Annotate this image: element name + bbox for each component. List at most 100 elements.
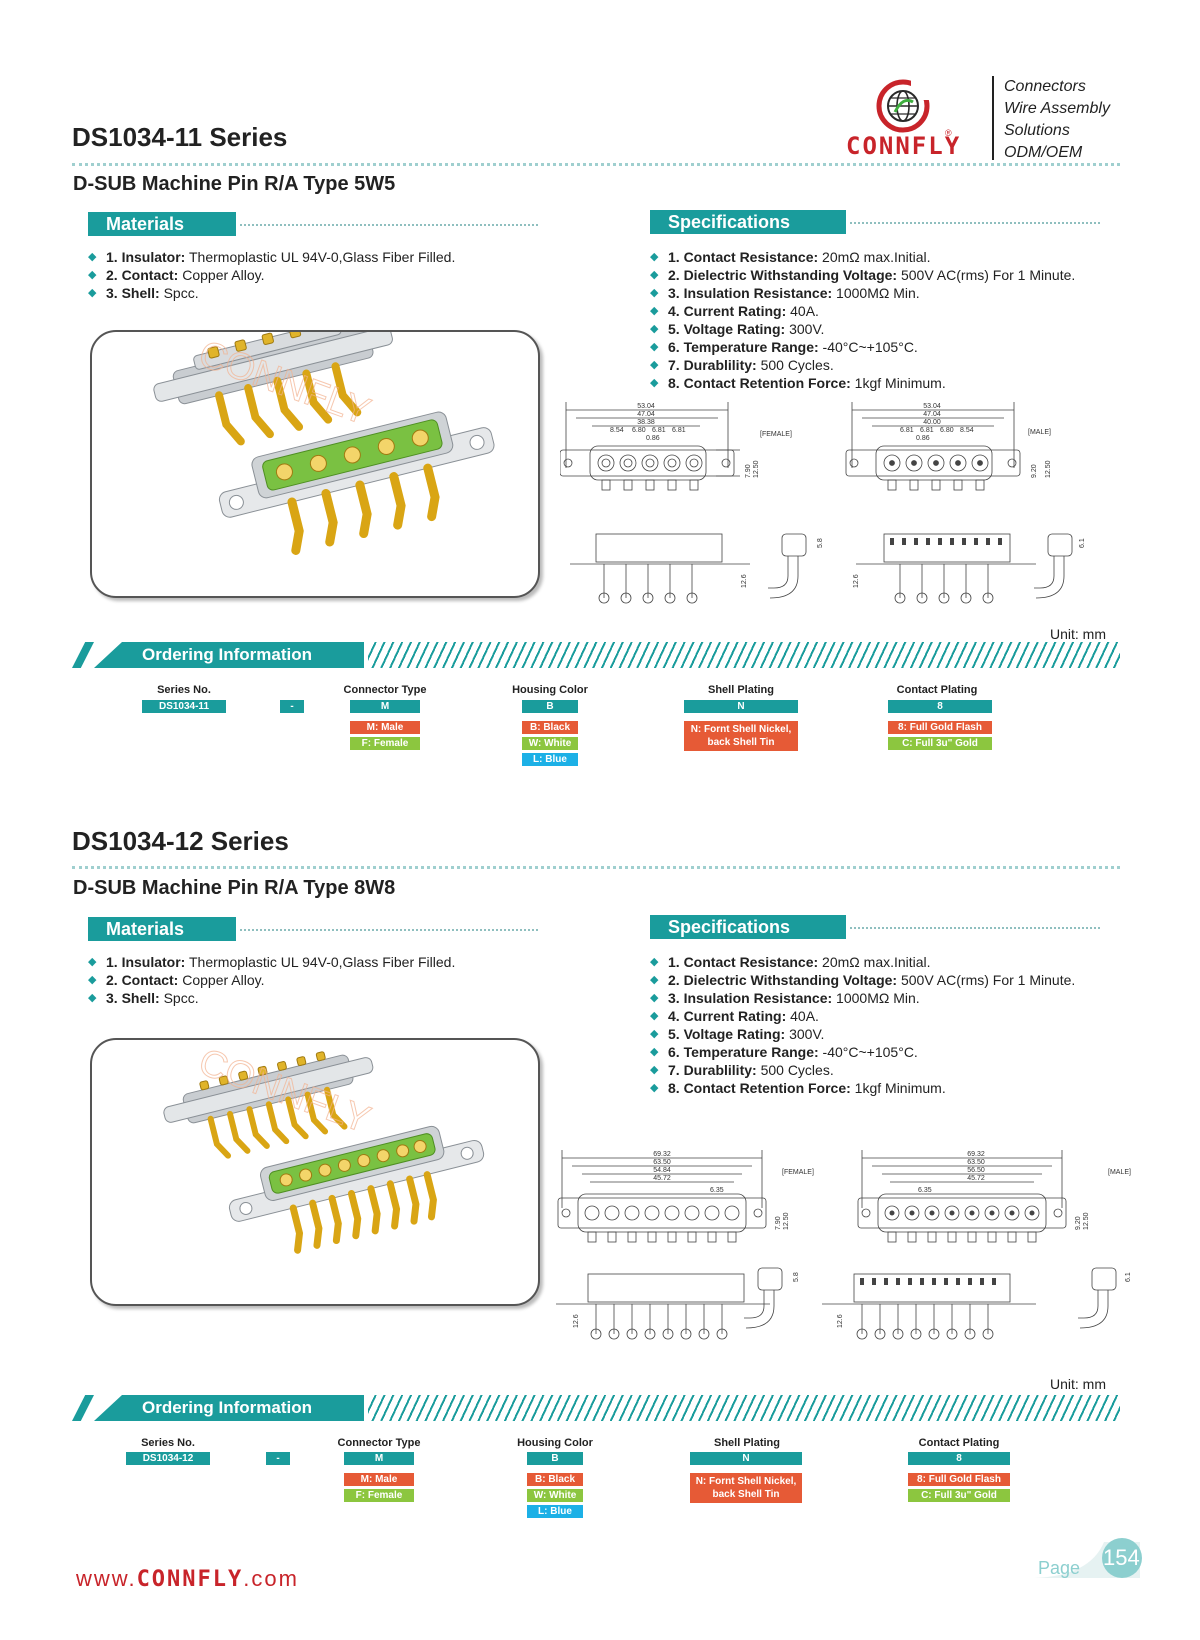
connector-option: M: Male (350, 721, 420, 734)
svg-text:63.50: 63.50 (967, 1159, 985, 1166)
svg-text:40.00: 40.00 (923, 419, 941, 426)
svg-text:7.90: 7.90 (775, 1216, 782, 1230)
material-item: 1. Insulator: Thermoplastic UL 94V-0,Gla… (88, 248, 528, 266)
materials-heading: Materials (88, 212, 236, 236)
svg-text:6.80: 6.80 (940, 427, 954, 434)
svg-text:63.50: 63.50 (653, 1159, 671, 1166)
housing-color-value: B (522, 700, 578, 713)
tagline: ODM/OEM (1004, 144, 1083, 161)
spec-item: 3. Insulation Resistance: 1000MΩ Min. (650, 989, 1120, 1007)
housing-option: L: Blue (527, 1505, 583, 1518)
series-no-heading: Series No. (157, 684, 211, 696)
svg-text:5.8: 5.8 (793, 1272, 800, 1282)
svg-text:47.04: 47.04 (637, 411, 655, 418)
svg-text:56.50: 56.50 (967, 1167, 985, 1174)
contact-option: C: Full 3u" Gold (908, 1489, 1010, 1502)
svg-text:12.50: 12.50 (753, 460, 760, 478)
svg-text:53.04: 53.04 (637, 403, 655, 410)
svg-text:47.04: 47.04 (923, 411, 941, 418)
svg-text:6.35: 6.35 (918, 1187, 932, 1194)
page-label: Page (1038, 1558, 1081, 1578)
bar-hatch (368, 1395, 1120, 1421)
spec-item: 7. Durablility: 500 Cycles. (650, 1061, 1120, 1079)
spec-item: 4. Current Rating: 40A. (650, 302, 1120, 320)
brand-divider (992, 76, 994, 160)
bar-stripe (72, 1395, 94, 1421)
contact-plating-value: 8 (888, 700, 992, 713)
svg-text:9.20: 9.20 (1075, 1216, 1082, 1230)
connector-type-heading: Connector Type (337, 1437, 421, 1449)
female-label: [FEMALE] (760, 431, 792, 438)
material-item: 3. Shell: Spcc. (88, 284, 528, 302)
connfly-globe-icon: ® (876, 79, 952, 138)
connector-type-heading: Connector Type (343, 684, 427, 696)
svg-text:12.50: 12.50 (1083, 1212, 1090, 1230)
divider (72, 163, 1120, 166)
series-no-heading: Series No. (141, 1437, 195, 1449)
svg-text:53.04: 53.04 (923, 403, 941, 410)
material-item: 2. Contact: Copper Alloy. (88, 971, 528, 989)
svg-text:8.54: 8.54 (610, 427, 624, 434)
housing-option: L: Blue (522, 753, 578, 766)
tagline: Solutions (1004, 122, 1070, 139)
svg-text:6.81: 6.81 (920, 427, 934, 434)
materials-list: 1. Insulator: Thermoplastic UL 94V-0,Gla… (88, 953, 528, 1007)
svg-text:®: ® (945, 128, 952, 138)
svg-text:6.1: 6.1 (1079, 538, 1086, 548)
svg-text:12.50: 12.50 (1045, 460, 1052, 478)
connector-8w8-image: CONNFLY (163, 1040, 485, 1254)
spec-item: 6. Temperature Range: -40°C~+105°C. (650, 338, 1120, 356)
website-link[interactable]: www.CONNFLY.com (76, 1566, 299, 1592)
brand-wordmark: CONNFLY (846, 132, 962, 160)
material-item: 2. Contact: Copper Alloy. (88, 266, 528, 284)
specifications-heading: Specifications (650, 210, 846, 234)
svg-text:6.81: 6.81 (652, 427, 666, 434)
ordering-heading: Ordering Information (94, 642, 364, 668)
connector-type-value: M (350, 700, 420, 713)
male-label: [MALE] (1028, 429, 1051, 436)
divider (240, 929, 538, 931)
series-no-value: DS1034-11 (142, 700, 226, 713)
spec-item: 2. Dielectric Withstanding Voltage: 500V… (650, 266, 1120, 284)
contact-option: 8: Full Gold Flash (888, 721, 992, 734)
housing-option: W: White (522, 737, 578, 750)
unit-label: Unit: mm (1050, 1376, 1106, 1392)
shell-plating-heading: Shell Plating (713, 1437, 780, 1449)
shell-option: N: Fornt Shell Nickel, back Shell Tin (684, 721, 798, 751)
website-brand: CONNFLY (136, 1567, 244, 1592)
svg-text:12.50: 12.50 (783, 1212, 790, 1230)
svg-text:6.35: 6.35 (710, 1187, 724, 1194)
svg-text:9.20: 9.20 (1031, 464, 1038, 478)
svg-text:45.72: 45.72 (653, 1175, 671, 1182)
svg-text:12.6: 12.6 (853, 574, 860, 588)
page-indicator: Page 154 (1030, 1536, 1142, 1582)
svg-text:0.86: 0.86 (916, 435, 930, 442)
svg-text:6.81: 6.81 (900, 427, 914, 434)
page-number: 154 (1103, 1545, 1140, 1570)
contact-plating-heading: Contact Plating (896, 684, 978, 696)
brand-logo: ® (845, 76, 995, 160)
svg-text:69.32: 69.32 (967, 1151, 985, 1158)
spec-item: 7. Durablility: 500 Cycles. (650, 356, 1120, 374)
product-photo-frame: CONNFLY (90, 1038, 540, 1306)
divider (850, 927, 1100, 929)
spec-item: 8. Contact Retention Force: 1kgf Minimum… (650, 374, 1120, 392)
series-title: DS1034-11 Series (72, 122, 288, 152)
series-no-value: DS1034-12 (126, 1452, 210, 1465)
ordering-bar: Ordering Information (72, 642, 1120, 668)
product-subtitle: D-SUB Machine Pin R/A Type 5W5 (73, 173, 396, 195)
contact-option: C: Full 3u" Gold (888, 737, 992, 750)
materials-list: 1. Insulator: Thermoplastic UL 94V-0,Gla… (88, 248, 528, 302)
divider (72, 866, 1120, 869)
spec-item: 8. Contact Retention Force: 1kgf Minimum… (650, 1079, 1120, 1097)
housing-option: B: Black (522, 721, 578, 734)
separator-dash: - (266, 1452, 290, 1465)
technical-drawing-5w5: 53.04 47.04 38.38 8.54 6.80 6.81 6.81 0.… (559, 398, 1090, 616)
svg-text:12.6: 12.6 (837, 1314, 844, 1328)
svg-text:8.54: 8.54 (960, 427, 974, 434)
svg-text:69.32: 69.32 (653, 1151, 671, 1158)
shell-plating-value: N (684, 700, 798, 713)
svg-text:7.90: 7.90 (745, 464, 752, 478)
specifications-heading: Specifications (650, 915, 846, 939)
svg-text:0.86: 0.86 (646, 435, 660, 442)
